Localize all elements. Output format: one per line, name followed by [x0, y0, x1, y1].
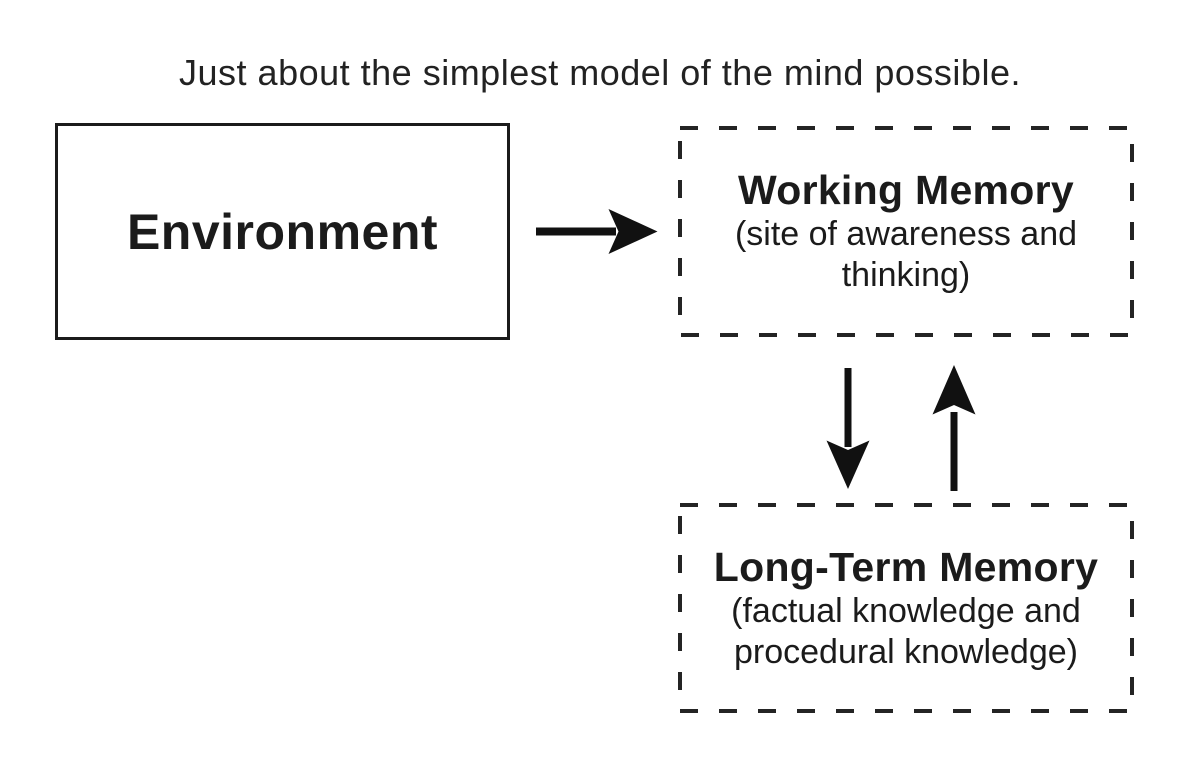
working-memory-box: [678, 126, 1134, 337]
environment-label: Environment: [126, 203, 439, 260]
long-term-memory-node: Long-Term Memory (factual knowledge and …: [678, 503, 1134, 713]
arrow-long-term-to-working-up-icon: [932, 365, 976, 491]
long-term-memory-title: Long-Term Memory: [713, 543, 1099, 590]
environment-box: [55, 123, 510, 340]
environment-node: Environment: [55, 123, 510, 340]
long-term-memory-subtitle: (factual knowledge and procedural knowle…: [731, 591, 1081, 671]
working-memory-subtitle: (site of awareness and thinking): [734, 215, 1078, 294]
working-memory-node: Working Memory (site of awareness and th…: [678, 126, 1134, 337]
arrow-environment-to-working-memory-icon: [536, 209, 658, 254]
working-memory-title: Working Memory: [737, 167, 1075, 213]
arrow-working-to-long-term-down-icon: [826, 368, 870, 489]
long-term-memory-box: [678, 503, 1134, 713]
diagram-title: Just about the simplest model of the min…: [179, 52, 1021, 93]
